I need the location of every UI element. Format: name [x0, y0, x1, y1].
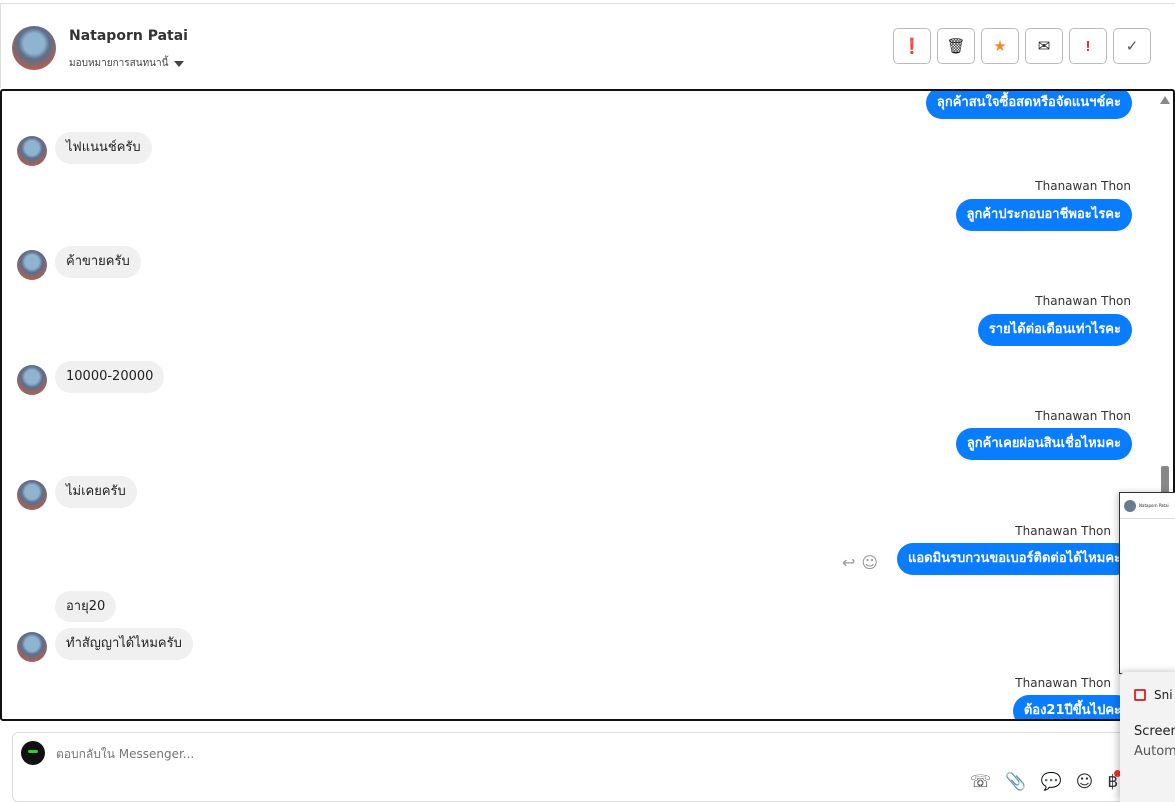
message-thread[interactable]: ลุกค้าสนใจซื้อสดหรือจัดแนฯช์คะ ไฟแนนช์คร…	[0, 89, 1175, 721]
notification-app: Sni	[1134, 688, 1173, 702]
sender-name: Thanawan Thon	[1035, 294, 1131, 308]
outgoing-message: ลูกค้าประกอบอาชีพอะไรคะ	[955, 199, 1132, 231]
sender-name: Thanawan Thon	[1035, 409, 1131, 423]
conversation-header: Nataporn Patai มอบหมายการสนทนานี้ ❗ 🗑 ★ …	[0, 4, 1175, 88]
assign-conversation-dropdown[interactable]: มอบหมายการสนทนานี้	[69, 56, 185, 71]
page-avatar	[21, 741, 45, 765]
sender-name: Thanawan Thon	[1035, 179, 1131, 193]
caret-down-icon	[174, 60, 185, 67]
incoming-message: ทำสัญญาได้ไหมครับ	[55, 628, 193, 660]
notification-title: Screen	[1134, 724, 1175, 739]
scroll-up-arrow[interactable]	[1160, 96, 1170, 104]
outgoing-message: ลูกค้าเคยผ่อนสินเชื่อไหมคะ	[955, 428, 1132, 460]
notification-dot	[1114, 770, 1121, 777]
composer-toolbar: ☏ 📎 💬 ☺ ฿	[970, 772, 1118, 792]
payment-baht-icon[interactable]: ฿	[1107, 772, 1119, 792]
contact-avatar-small	[17, 632, 47, 662]
reply-input[interactable]	[56, 747, 856, 761]
incoming-message: ไม่เคยครับ	[55, 476, 137, 508]
notification-body: Autom	[1134, 744, 1175, 759]
contact-avatar-small	[17, 480, 47, 510]
star-button[interactable]: ★	[981, 28, 1019, 64]
outgoing-message: รายได้ต่อเดือนเท่าไรคะ	[977, 314, 1132, 346]
delete-button[interactable]: 🗑	[937, 28, 975, 64]
contact-name: Nataporn Patai	[69, 28, 188, 44]
notification-app-name: Sni	[1154, 688, 1173, 702]
thumbnail-name: Nataporn Patai	[1139, 503, 1169, 508]
top-divider	[0, 3, 1175, 4]
done-button[interactable]: ✓	[1113, 28, 1151, 64]
reply-composer	[12, 732, 1132, 802]
mark-unread-button[interactable]: ✉	[1025, 28, 1063, 64]
attach-icon[interactable]: 📎	[1005, 772, 1027, 792]
incoming-message: ไฟแนนช์ครับ	[55, 132, 152, 164]
outgoing-message: ต้อง21ปีขึ้นไปคะ	[1012, 695, 1132, 719]
action-toolbar: ❗ 🗑 ★ ✉ ! ✓	[893, 28, 1151, 64]
sender-name: Thanawan Thon	[1015, 676, 1111, 690]
snip-preview-thumbnail[interactable]: Nataporn Patai	[1119, 492, 1175, 674]
incoming-message: ค้าขายครับ	[55, 246, 141, 278]
reply-icon[interactable]: ↩	[842, 553, 856, 572]
emoji-icon[interactable]: ☺	[1075, 772, 1094, 792]
react-emoji-icon[interactable]: ☺	[861, 553, 879, 572]
sender-name: Thanawan Thon	[1015, 524, 1111, 538]
assign-label: มอบหมายการสนทนานี้	[69, 58, 169, 69]
message-hover-actions: ↩ ☺	[842, 553, 878, 572]
thumbnail-header: Nataporn Patai	[1120, 493, 1175, 519]
contact-avatar-small	[17, 250, 47, 280]
saved-replies-icon[interactable]: 💬	[1040, 772, 1062, 792]
contact-avatar-small	[17, 365, 47, 395]
call-add-icon[interactable]: ☏	[970, 772, 992, 792]
outgoing-message: ลุกค้าสนใจซื้อสดหรือจัดแนฯช์คะ	[925, 91, 1132, 119]
spam-button[interactable]: ❗	[893, 28, 931, 64]
snipping-tool-icon	[1134, 689, 1146, 701]
contact-avatar[interactable]	[12, 26, 56, 70]
incoming-message: 10000-20000	[55, 361, 165, 393]
contact-avatar-small	[17, 136, 47, 166]
incoming-message: อายุ20	[55, 591, 117, 622]
follow-up-button[interactable]: !	[1069, 28, 1107, 64]
scrollbar-thumb[interactable]	[1161, 466, 1169, 494]
snipping-tool-notification[interactable]: Sni Screen Autom	[1120, 672, 1175, 802]
outgoing-message: แอดมินรบกวนขอเบอร์ติดต่อได้ไหมคะ	[896, 543, 1132, 575]
thumbnail-avatar	[1124, 499, 1136, 512]
